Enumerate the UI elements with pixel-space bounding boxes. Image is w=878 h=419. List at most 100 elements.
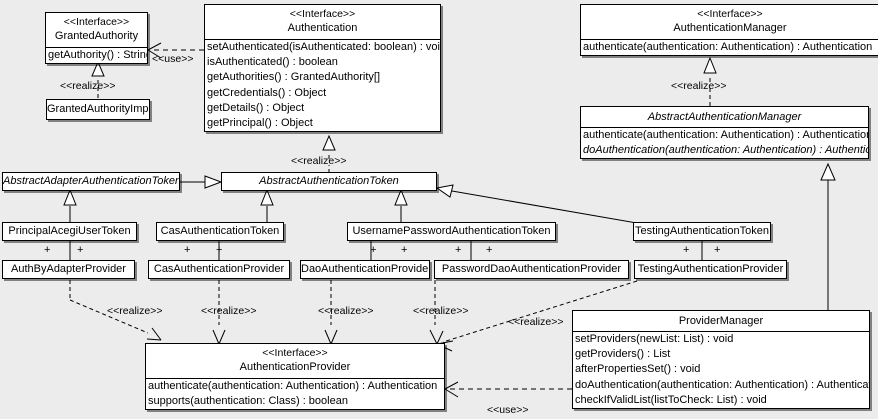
association-marker-plus: +: [714, 244, 721, 256]
divider: [581, 39, 878, 40]
association-marker-plus: +: [401, 244, 408, 256]
class-testing-authentication-token[interactable]: TestingAuthenticationToken: [633, 222, 771, 241]
class-name: TestingAuthenticationProvider: [637, 263, 784, 275]
edge-generalization-casauthenticationtoken: [260, 188, 274, 222]
edge-label-realize-testingprovider: <<realize>>: [508, 316, 564, 328]
edge-use-providermanager-authenticationprovider: [444, 381, 572, 398]
class-auth-by-adapter-provider[interactable]: AuthByAdapterProvider: [2, 260, 135, 279]
edge-label-realize-authbyadapterprovider: <<realize>>: [107, 305, 163, 317]
operation: getProviders() : List: [575, 348, 671, 361]
class-dao-authentication-provider[interactable]: DaoAuthenticationProvider: [300, 260, 430, 279]
operations-compartment: authenticate(authentication: Authenticat…: [581, 128, 868, 158]
operation: checkIfValidList(listToCheck: List) : vo…: [575, 393, 767, 406]
class-username-password-authentication-token[interactable]: UsernamePasswordAuthenticationToken: [347, 222, 556, 241]
divider: [205, 39, 440, 40]
class-cas-authentication-token[interactable]: CasAuthenticationToken: [156, 222, 284, 241]
operations-compartment: setProviders(newList: List) : void getPr…: [573, 332, 869, 408]
operation: authenticate(authentication: Authenticat…: [583, 129, 869, 141]
class-name: AbstractAuthenticationToken: [259, 175, 399, 187]
divider: [573, 331, 869, 332]
edge-label-realize-passworddaoprovider: <<realize>>: [413, 305, 469, 317]
class-abstract-adapter-authentication-token[interactable]: AbstractAdapterAuthenticationToken: [2, 172, 180, 191]
class-granted-authority[interactable]: <<Interface>> GrantedAuthority getAuthor…: [45, 12, 148, 65]
class-name: CasAuthenticationProvider: [153, 263, 285, 275]
class-header: ProviderManager: [573, 311, 869, 331]
class-name: GrantedAuthorityImpl: [47, 103, 150, 115]
edge-label-realize-abstracttoken-authentication: <<realize>>: [291, 155, 347, 167]
class-name: AuthByAdapterProvider: [11, 263, 126, 275]
divider: [46, 47, 147, 48]
edge-label-use-providermanager: <<use>>: [487, 404, 529, 416]
class-abstract-authentication-manager[interactable]: AbstractAuthenticationManager authentica…: [580, 106, 869, 160]
class-principal-acegi-user-token[interactable]: PrincipalAcegiUserToken: [2, 222, 137, 241]
edge-generalization-testingauthenticationtoken: [435, 184, 638, 224]
operation: getPrincipal() : Object: [207, 117, 313, 130]
class-abstract-authentication-token[interactable]: AbstractAuthenticationToken: [221, 172, 437, 191]
divider: [581, 127, 868, 128]
operation: doAuthentication(authentication: Authent…: [575, 378, 870, 391]
class-password-dao-authentication-provider[interactable]: PasswordDaoAuthenticationProvider: [434, 260, 629, 279]
stereotype-label: <<Interface>>: [289, 8, 356, 20]
operations-compartment: authenticate(authentication: Authenticat…: [146, 379, 444, 409]
class-name: PrincipalAcegiUserToken: [8, 225, 131, 237]
operation: isAuthenticated() : boolean: [207, 56, 338, 69]
class-name: PasswordDaoAuthenticationProvider: [441, 263, 622, 275]
class-granted-authority-impl[interactable]: GrantedAuthorityImpl: [46, 99, 150, 120]
edge-label-realize-casprovider: <<realize>>: [201, 305, 257, 317]
class-name: CasAuthenticationToken: [160, 225, 280, 237]
class-header: <<Interface>> AuthenticationProvider: [146, 344, 444, 378]
association-marker-plus: +: [370, 244, 377, 256]
class-name: UsernamePasswordAuthenticationToken: [352, 225, 551, 237]
operation: doAuthentication(authentication: Authent…: [583, 144, 869, 157]
class-name: AuthenticationProvider: [239, 361, 351, 373]
class-provider-manager[interactable]: ProviderManager setProviders(newList: Li…: [572, 310, 870, 410]
divider: [146, 378, 444, 379]
operation: setProviders(newList: List) : void: [575, 333, 734, 345]
edge-label-use-authentication-grantedauthority: <<use>>: [152, 53, 194, 65]
association-marker-plus: +: [77, 244, 84, 256]
class-name: AbstractAuthenticationManager: [647, 111, 802, 123]
operations-compartment: getAuthority() : String: [46, 48, 147, 63]
class-authentication-manager[interactable]: <<Interface>> AuthenticationManager auth…: [580, 4, 878, 57]
edge-generalization-principalacegiusertoken: [63, 188, 77, 222]
operation: supports(authentication: Class) : boolea…: [148, 395, 348, 408]
association-marker-plus: +: [44, 244, 51, 256]
association-marker-plus: +: [184, 244, 191, 256]
operation: authenticate(authentication: Authenticat…: [583, 41, 873, 53]
operation: setAuthenticated(isAuthenticated: boolea…: [207, 41, 441, 53]
operation: getCredentials() : Object: [207, 86, 327, 99]
class-header: <<Interface>> AuthenticationManager: [581, 5, 878, 39]
operations-compartment: authenticate(authentication: Authenticat…: [581, 40, 878, 55]
class-testing-authentication-provider[interactable]: TestingAuthenticationProvider: [634, 260, 787, 279]
class-name: Authentication: [287, 22, 358, 34]
class-name: AbstractAdapterAuthenticationToken: [3, 175, 180, 187]
stereotype-label: <<Interface>>: [697, 8, 763, 20]
class-header: AbstractAuthenticationManager: [581, 107, 868, 127]
class-name: GrantedAuthority: [54, 30, 139, 42]
stereotype-label: <<Interface>>: [63, 16, 130, 28]
operation: afterPropertiesSet() : void: [575, 363, 701, 376]
class-authentication-provider[interactable]: <<Interface>> AuthenticationProvider aut…: [145, 343, 445, 411]
class-header: <<Interface>> Authentication: [205, 5, 440, 39]
class-name: ProviderManager: [678, 315, 764, 327]
operation: getAuthority() : String: [48, 49, 148, 61]
association-marker-plus: +: [455, 244, 462, 256]
stereotype-label: <<Interface>>: [262, 347, 328, 359]
association-marker-plus: +: [216, 244, 223, 256]
class-name: AuthenticationManager: [673, 22, 787, 34]
class-name: TestingAuthenticationToken: [635, 225, 769, 237]
class-cas-authentication-provider[interactable]: CasAuthenticationProvider: [148, 260, 290, 279]
edge-label-realize-authenticationmanager: <<realize>>: [671, 80, 727, 92]
operation: getDetails() : Object: [207, 101, 305, 114]
edge-generalization-adaptertoken: [180, 175, 223, 189]
class-authentication[interactable]: <<Interface>> Authentication setAuthenti…: [204, 4, 441, 133]
edge-label-realize-daoprovider: <<realize>>: [318, 305, 374, 317]
edge-label-realize-grantedauthorityimpl: <<realize>>: [60, 80, 116, 92]
association-marker-plus: +: [683, 244, 690, 256]
class-header: <<Interface>> GrantedAuthority: [46, 13, 147, 47]
association-marker-plus: +: [486, 244, 493, 256]
operations-compartment: setAuthenticated(isAuthenticated: boolea…: [205, 40, 440, 131]
edge-generalization-providermanager: [820, 162, 836, 310]
operation: authenticate(authentication: Authenticat…: [148, 380, 438, 392]
